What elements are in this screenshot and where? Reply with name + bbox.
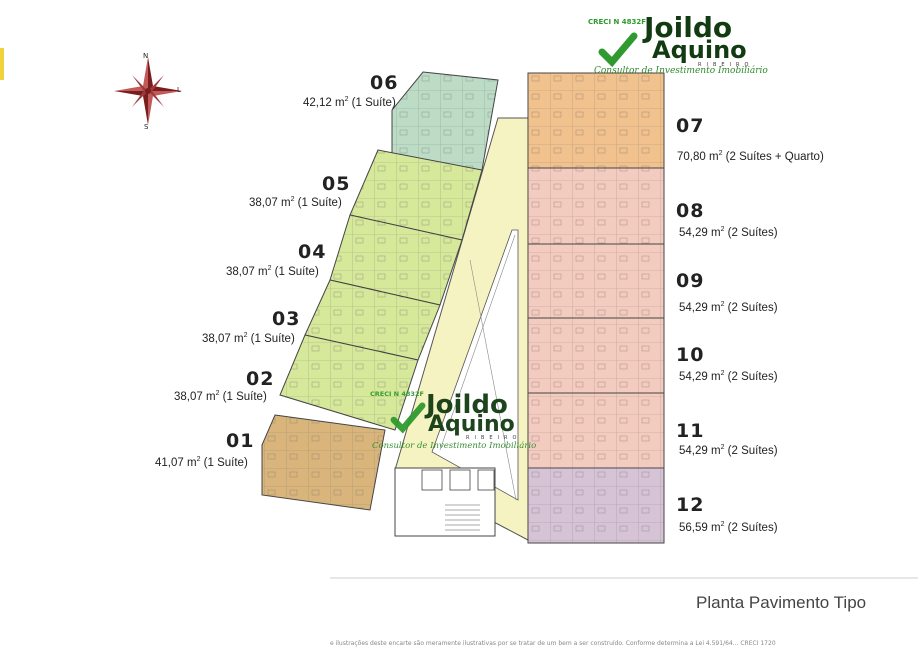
key-check-icon-center [390,402,426,434]
logo-top-tagline: Consultor de Investimento Imobiliário [594,66,768,76]
unit-01-shape [261,414,386,511]
logo-center-tagline: Consultor de Investimento Imobiliário [372,441,537,451]
footer-disclaimer: e ilustrações deste encarte são merament… [330,640,776,647]
unit-11-shape [527,392,665,469]
light-well [431,229,519,501]
unit-05-number: 05 [322,173,351,195]
unit-08-area: 54,29 m2 (2 Suítes) [679,226,778,239]
unit-08-number: 08 [676,200,705,222]
unit-03-number: 03 [272,308,301,330]
unit-10-shape [527,317,665,394]
logo-center-creci: CRECI N 4832F [370,390,424,398]
logo-top-name1: Joildo [644,11,733,44]
logo-center-name2: Aquino [428,412,515,437]
unit-09-number: 09 [676,270,705,292]
logo-center-ribeiro: RIBEIRO [466,435,522,441]
unit-04-shape [329,214,463,306]
unit-07-shape [527,72,665,169]
unit-02-shape [279,334,419,431]
unit-12-number: 12 [676,494,705,516]
unit-09-area: 54,29 m2 (2 Suítes) [679,301,778,314]
key-check-icon [598,32,638,68]
unit-12-shape [527,467,665,544]
logo-center-name1: Joildo [426,390,508,420]
unit-06-area: 42,12 m2 (1 Suíte) [303,96,396,109]
page-caption: Planta Pavimento Tipo [696,593,867,612]
unit-07-area: 70,80 m2 (2 Suítes + Quarto) [677,150,824,163]
unit-10-number: 10 [676,344,705,366]
logo-center: CRECI N 4832F Joildo Aquino RIBEIRO Cons… [370,388,550,452]
logo-top-creci: CRECI N 4832F [588,18,647,26]
unit-05-shape [349,149,483,241]
compass-l: L [177,86,181,94]
unit-02-number: 02 [246,368,275,390]
unit-11-number: 11 [676,420,705,442]
compass-s: S [144,123,149,131]
unit-11-area: 54,29 m2 (2 Suítes) [679,444,778,457]
logo-top-ribeiro: RIBEIRO [698,62,754,68]
unit-03-shape [304,279,441,361]
unit-12-area: 56,59 m2 (2 Suítes) [679,521,778,534]
unit-09-shape [527,243,665,319]
unit-10-area: 54,29 m2 (2 Suítes) [679,370,778,383]
unit-04-area: 38,07 m2 (1 Suíte) [226,265,319,278]
unit-06-number: 06 [370,72,399,94]
unit-06-shape [391,71,499,171]
unit-03-area: 38,07 m2 (1 Suíte) [202,332,295,345]
logo-top-name2: Aquino [652,36,747,64]
unit-08-shape [527,167,665,245]
unit-01-area: 41,07 m2 (1 Suíte) [155,456,248,469]
unit-05-area: 38,07 m2 (1 Suíte) [249,196,342,209]
edge-marker [0,48,4,80]
compass-n: N [143,52,149,60]
unit-02-area: 38,07 m2 (1 Suíte) [174,390,267,403]
compass-rose [114,57,182,125]
stair-core [394,467,496,537]
unit-04-number: 04 [298,241,327,263]
unit-07-number: 07 [676,115,705,137]
unit-01-number: 01 [226,430,255,452]
logo-top: CRECI N 4832F Joildo Aquino RIBEIRO Cons… [588,10,778,80]
